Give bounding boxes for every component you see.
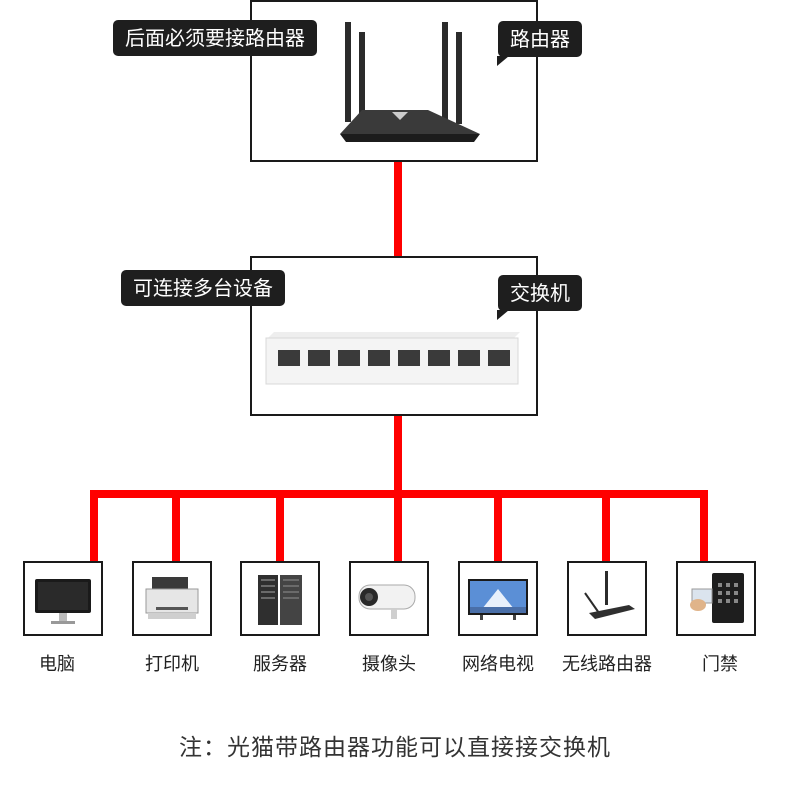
- camera-icon: [358, 584, 416, 619]
- access-control-icon: [690, 573, 744, 623]
- footer-note: 注：光猫带路由器功能可以直接接交换机: [179, 735, 611, 761]
- drop-server: [276, 490, 284, 562]
- drop-computer: [90, 490, 98, 562]
- printer-icon: [145, 577, 199, 619]
- switch-box: [250, 256, 538, 416]
- camera-device: [349, 561, 429, 636]
- printer-device: [132, 561, 212, 636]
- server-device: [240, 561, 320, 636]
- switch-name-tag: 交换机: [497, 275, 582, 320]
- drop-printer: [172, 490, 180, 562]
- drop-access-control: [700, 490, 708, 562]
- tv-device: [458, 561, 538, 636]
- device-label-camera: 摄像头: [362, 654, 416, 675]
- computer-device: [23, 561, 103, 636]
- monitor-icon: [35, 579, 91, 624]
- device-label-access-control: 门禁: [702, 654, 738, 675]
- device-label-server: 服务器: [253, 654, 307, 675]
- router-icon: [340, 22, 480, 142]
- server-icon: [258, 575, 302, 625]
- device-label-tv: 网络电视: [462, 654, 534, 675]
- tv-icon: [468, 579, 528, 620]
- drop-wireless-router: [602, 490, 610, 562]
- wireless-router-device: [567, 561, 647, 636]
- drop-camera: [394, 490, 402, 562]
- device-label-wireless-router: 无线路由器: [562, 654, 652, 675]
- router-note-tag: 后面必须要接路由器: [113, 20, 317, 56]
- drop-tv: [494, 490, 502, 562]
- line-router-to-switch: [394, 160, 402, 258]
- access-control-device: [676, 561, 756, 636]
- router-name-tag: 路由器: [497, 21, 582, 66]
- device-label-printer: 打印机: [145, 654, 199, 675]
- switch-note-tag: 可连接多台设备: [121, 270, 285, 306]
- device-label-computer: 电脑: [39, 654, 75, 675]
- wireless-router-icon: [584, 571, 635, 619]
- line-switch-trunk: [394, 414, 402, 492]
- switch-icon: [265, 332, 520, 385]
